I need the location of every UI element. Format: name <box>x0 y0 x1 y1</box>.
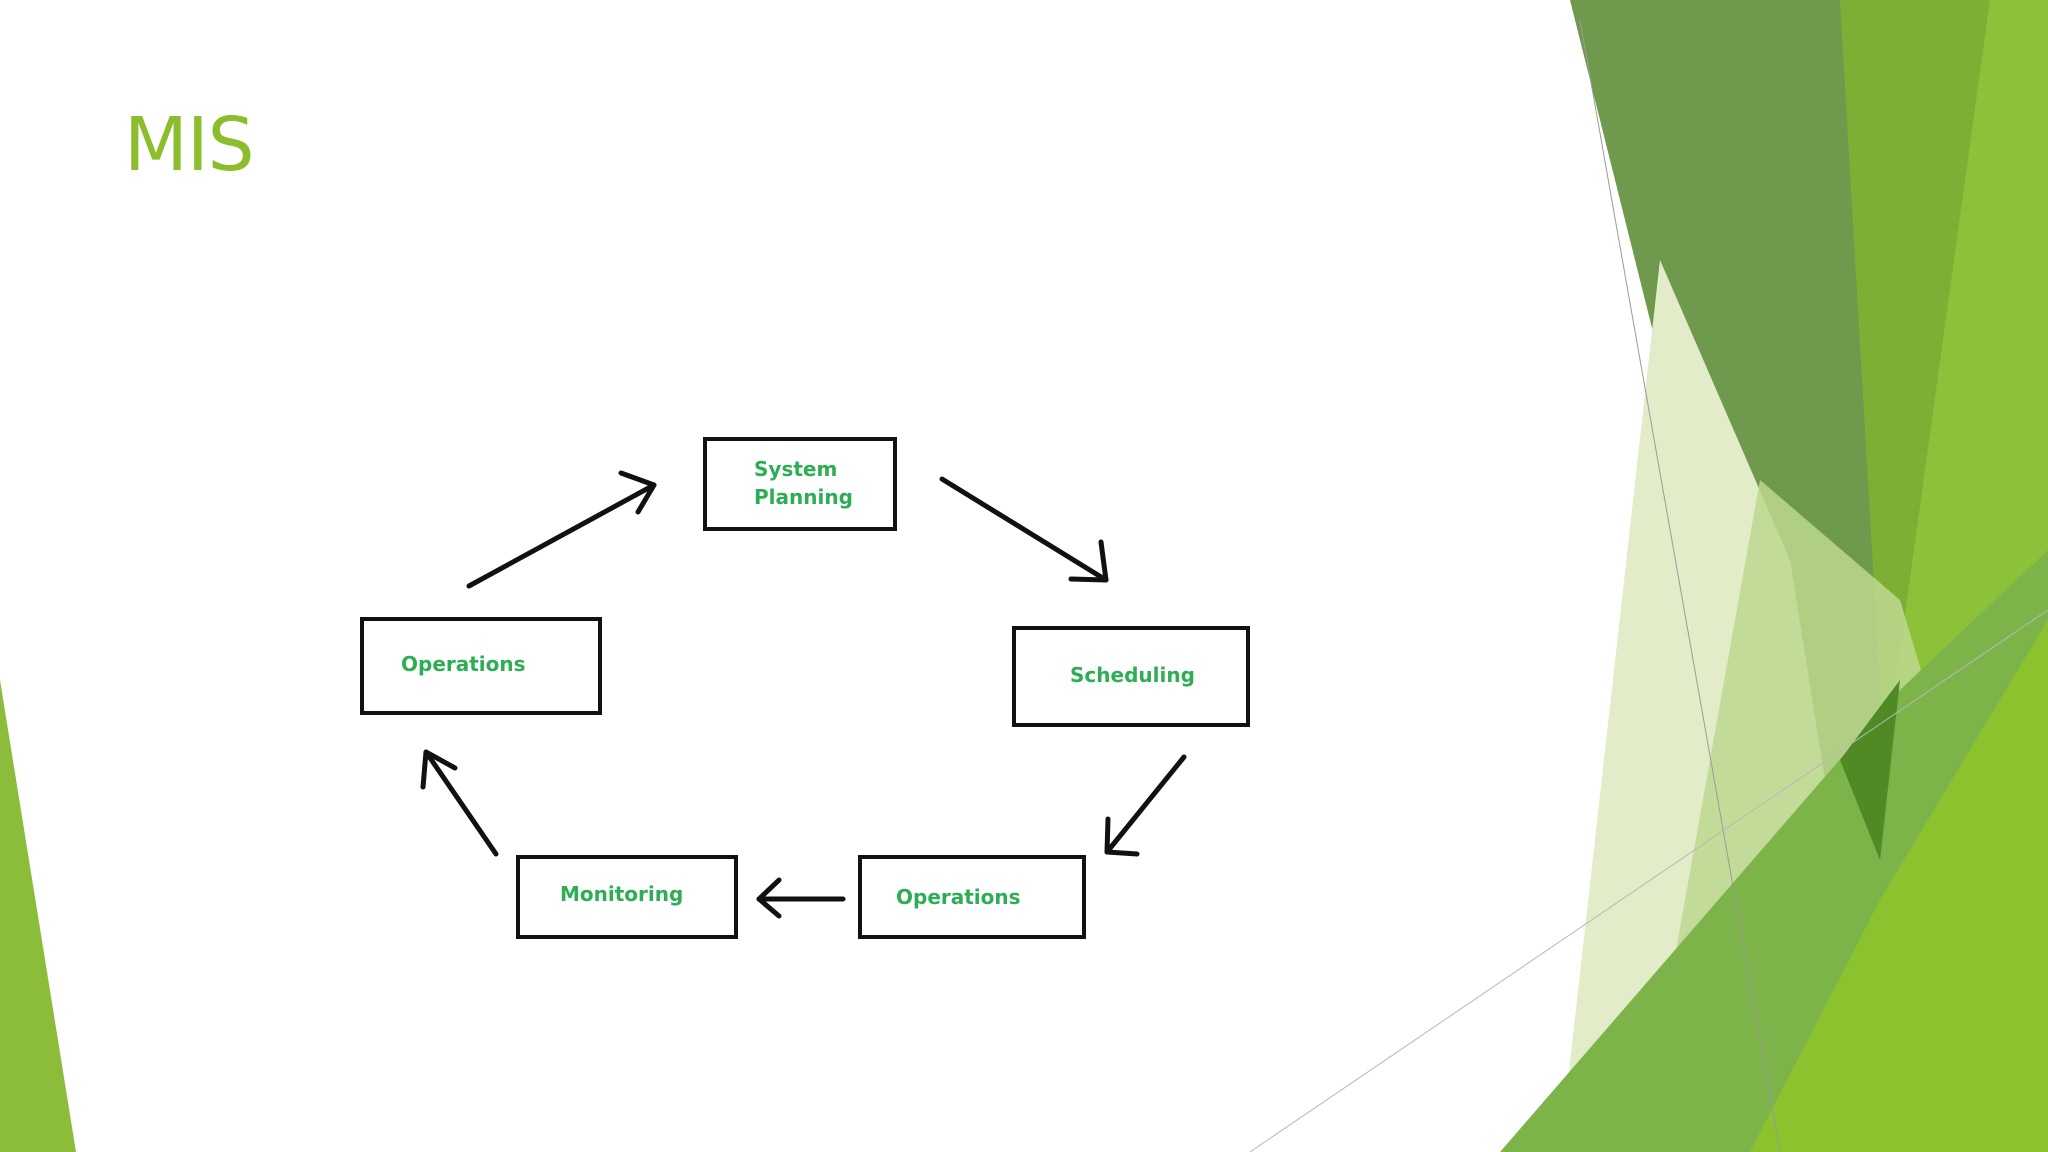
node-system-planning: System Planning <box>703 437 897 531</box>
arrow-operations-to-monitoring <box>756 877 846 919</box>
node-operations-left: Operations <box>360 617 602 715</box>
node-label: Operations <box>896 885 1021 909</box>
deco-facet-deep <box>1840 680 1900 860</box>
node-operations-right: Operations <box>858 855 1086 939</box>
node-label: Planning <box>754 485 853 509</box>
deco-line-diagonal <box>1579 19 1781 1152</box>
node-monitoring: Monitoring <box>516 855 738 939</box>
arrow-scheduling-to-operations <box>1104 754 1187 857</box>
arrow-monitoring-to-operations <box>420 749 499 857</box>
arrow-operations-to-planning <box>466 470 657 589</box>
node-scheduling: Scheduling <box>1012 626 1250 727</box>
arrow-planning-to-scheduling <box>939 476 1109 583</box>
node-label: Scheduling <box>1070 663 1195 687</box>
deco-facet-bright <box>1750 620 2048 1152</box>
node-label: Operations <box>401 652 526 676</box>
node-label: Monitoring <box>560 882 683 906</box>
deco-facet-left <box>0 680 76 1152</box>
deco-line-long <box>1249 609 2048 1152</box>
node-label: System <box>754 457 837 481</box>
slide-title: MIS <box>124 102 255 188</box>
